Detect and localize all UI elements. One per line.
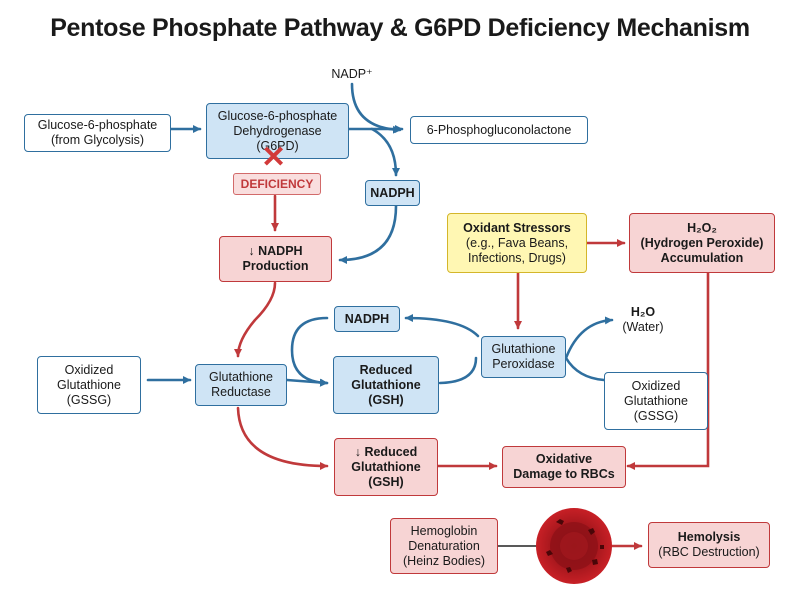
glucose-6-phosphate-box: Glucose-6-phosphate (from Glycolysis) (24, 114, 171, 152)
arrow-gsh-to-peroxidase (438, 356, 478, 385)
arrow-g6pd-to-nadph (370, 127, 400, 177)
hemolysis-subtitle: (RBC Destruction) (658, 545, 760, 559)
oxidized-glutathione-left-box: Oxidized Glutathione (GSSG) (37, 356, 141, 414)
glutathione-reductase-box: Glutathione Reductase (195, 364, 287, 406)
oxidant-examples-line2: Infections, Drugs) (468, 250, 566, 265)
gsh-low-line3: (GSH) (368, 474, 404, 489)
gssg-left-line2: Glutathione (57, 377, 121, 392)
nadph-production-box: ↓ NADPH Production (219, 236, 332, 282)
gr-label-line2: Reductase (211, 385, 271, 399)
arrow-peroxidase-to-gssg (564, 356, 606, 382)
h2o2-name: (Hydrogen Peroxide) (640, 235, 764, 250)
arrow-peroxidase-to-nadph (404, 314, 480, 338)
g6pd-label-line3: (G6PD) (256, 138, 299, 153)
diagram-title: Pentose Phosphate Pathway & G6PD Deficie… (50, 14, 750, 42)
arrow-h2o2-to-damage (626, 271, 710, 470)
hemoglobin-line3: (Heinz Bodies) (403, 553, 485, 568)
h2o2-accumulation-label: Accumulation (660, 250, 744, 265)
gssg-left-line3: (GSSG) (66, 392, 112, 407)
arrow-peroxidase-to-water (564, 316, 614, 360)
h2o2-formula: H₂O₂ (687, 220, 717, 235)
nadph-mid-label: NADPH (344, 311, 390, 326)
g6pd-label-line2: Dehydrogenase (233, 123, 322, 138)
arrow-nadph-cycle (290, 316, 329, 387)
g6pd-label-line1: Glucose-6-phosphate (217, 108, 338, 123)
glutathione-peroxidase-box: Glutathione Peroxidase (481, 336, 566, 378)
nadph-production-line2: Production (242, 259, 309, 273)
gsh-low-line2: Glutathione (351, 459, 421, 474)
hemoglobin-denaturation-box: Hemoglobin Denaturation (Heinz Bodies) (390, 518, 498, 574)
gsh-line3: (GSH) (368, 392, 404, 407)
arrow-reductase-to-low-gsh (236, 406, 329, 470)
nadph-top-label: NADPH (370, 185, 415, 200)
oxidant-title: Oxidant Stressors (463, 220, 571, 235)
red-blood-cell-icon (536, 508, 612, 584)
arrow-nadp-in (350, 82, 402, 134)
deficiency-badge: DEFICIENCY (233, 173, 321, 195)
gpx-label-line2: Peroxidase (492, 357, 555, 371)
nadp-label: NADP⁺ (331, 67, 373, 81)
gsh-line1: Reduced (359, 362, 413, 377)
g6p-label: Glucose-6-phosphate (37, 118, 158, 132)
nadph-box-mid: NADPH (334, 306, 400, 332)
g6p-source-label: (from Glycolysis) (50, 133, 145, 147)
hemolysis-box: Hemolysis (RBC Destruction) (648, 522, 770, 568)
reduced-glutathione-low-box: ↓ Reduced Glutathione (GSH) (334, 438, 438, 496)
phosphogluconolactone-box: 6-Phosphogluconolactone (410, 116, 588, 144)
oxidant-stressors-box: Oxidant Stressors (e.g., Fava Beans, Inf… (447, 213, 587, 273)
gpx-label-line1: Glutathione (491, 342, 556, 356)
hemoglobin-line2: Denaturation (408, 538, 480, 553)
hemoglobin-line1: Hemoglobin (410, 523, 478, 538)
oxidant-examples-line1: (e.g., Fava Beans, (465, 235, 569, 250)
pgl-label: 6-Phosphogluconolactone (426, 122, 572, 137)
oxidized-glutathione-right-box: Oxidized Glutathione (GSSG) (604, 372, 708, 430)
gsh-low-line1: ↓ Reduced (354, 444, 418, 459)
cross-icon: ✕ (261, 141, 287, 174)
gssg-right-line2: Glutathione (624, 393, 688, 408)
oxidative-damage-line1: Oxidative (535, 452, 593, 466)
nadph-production-line1: ↓ NADPH (248, 244, 303, 258)
nadph-box-top: NADPH (365, 180, 420, 206)
hemolysis-title: Hemolysis (677, 530, 741, 544)
oxidative-damage-box: Oxidative Damage to RBCs (502, 446, 626, 488)
gsh-line2: Glutathione (351, 377, 421, 392)
gssg-left-line1: Oxidized (64, 362, 114, 377)
gssg-right-line3: (GSSG) (633, 408, 679, 423)
g6pd-enzyme-box: Glucose-6-phosphate Dehydrogenase (G6PD) (206, 103, 349, 159)
oxidative-damage-line2: Damage to RBCs (513, 467, 615, 481)
reduced-glutathione-box: Reduced Glutathione (GSH) (333, 356, 439, 414)
gssg-right-line1: Oxidized (631, 378, 681, 393)
gr-label-line1: Glutathione (209, 370, 273, 384)
water-label: H₂O (Water) (611, 305, 675, 335)
water-name: (Water) (622, 320, 664, 334)
arrow-nadph-to-production (338, 204, 398, 264)
h2o2-accumulation-box: H₂O₂ (Hydrogen Peroxide) Accumulation (629, 213, 775, 273)
arrow-production-to-reductase (234, 281, 277, 358)
water-formula: H₂O (630, 305, 656, 319)
